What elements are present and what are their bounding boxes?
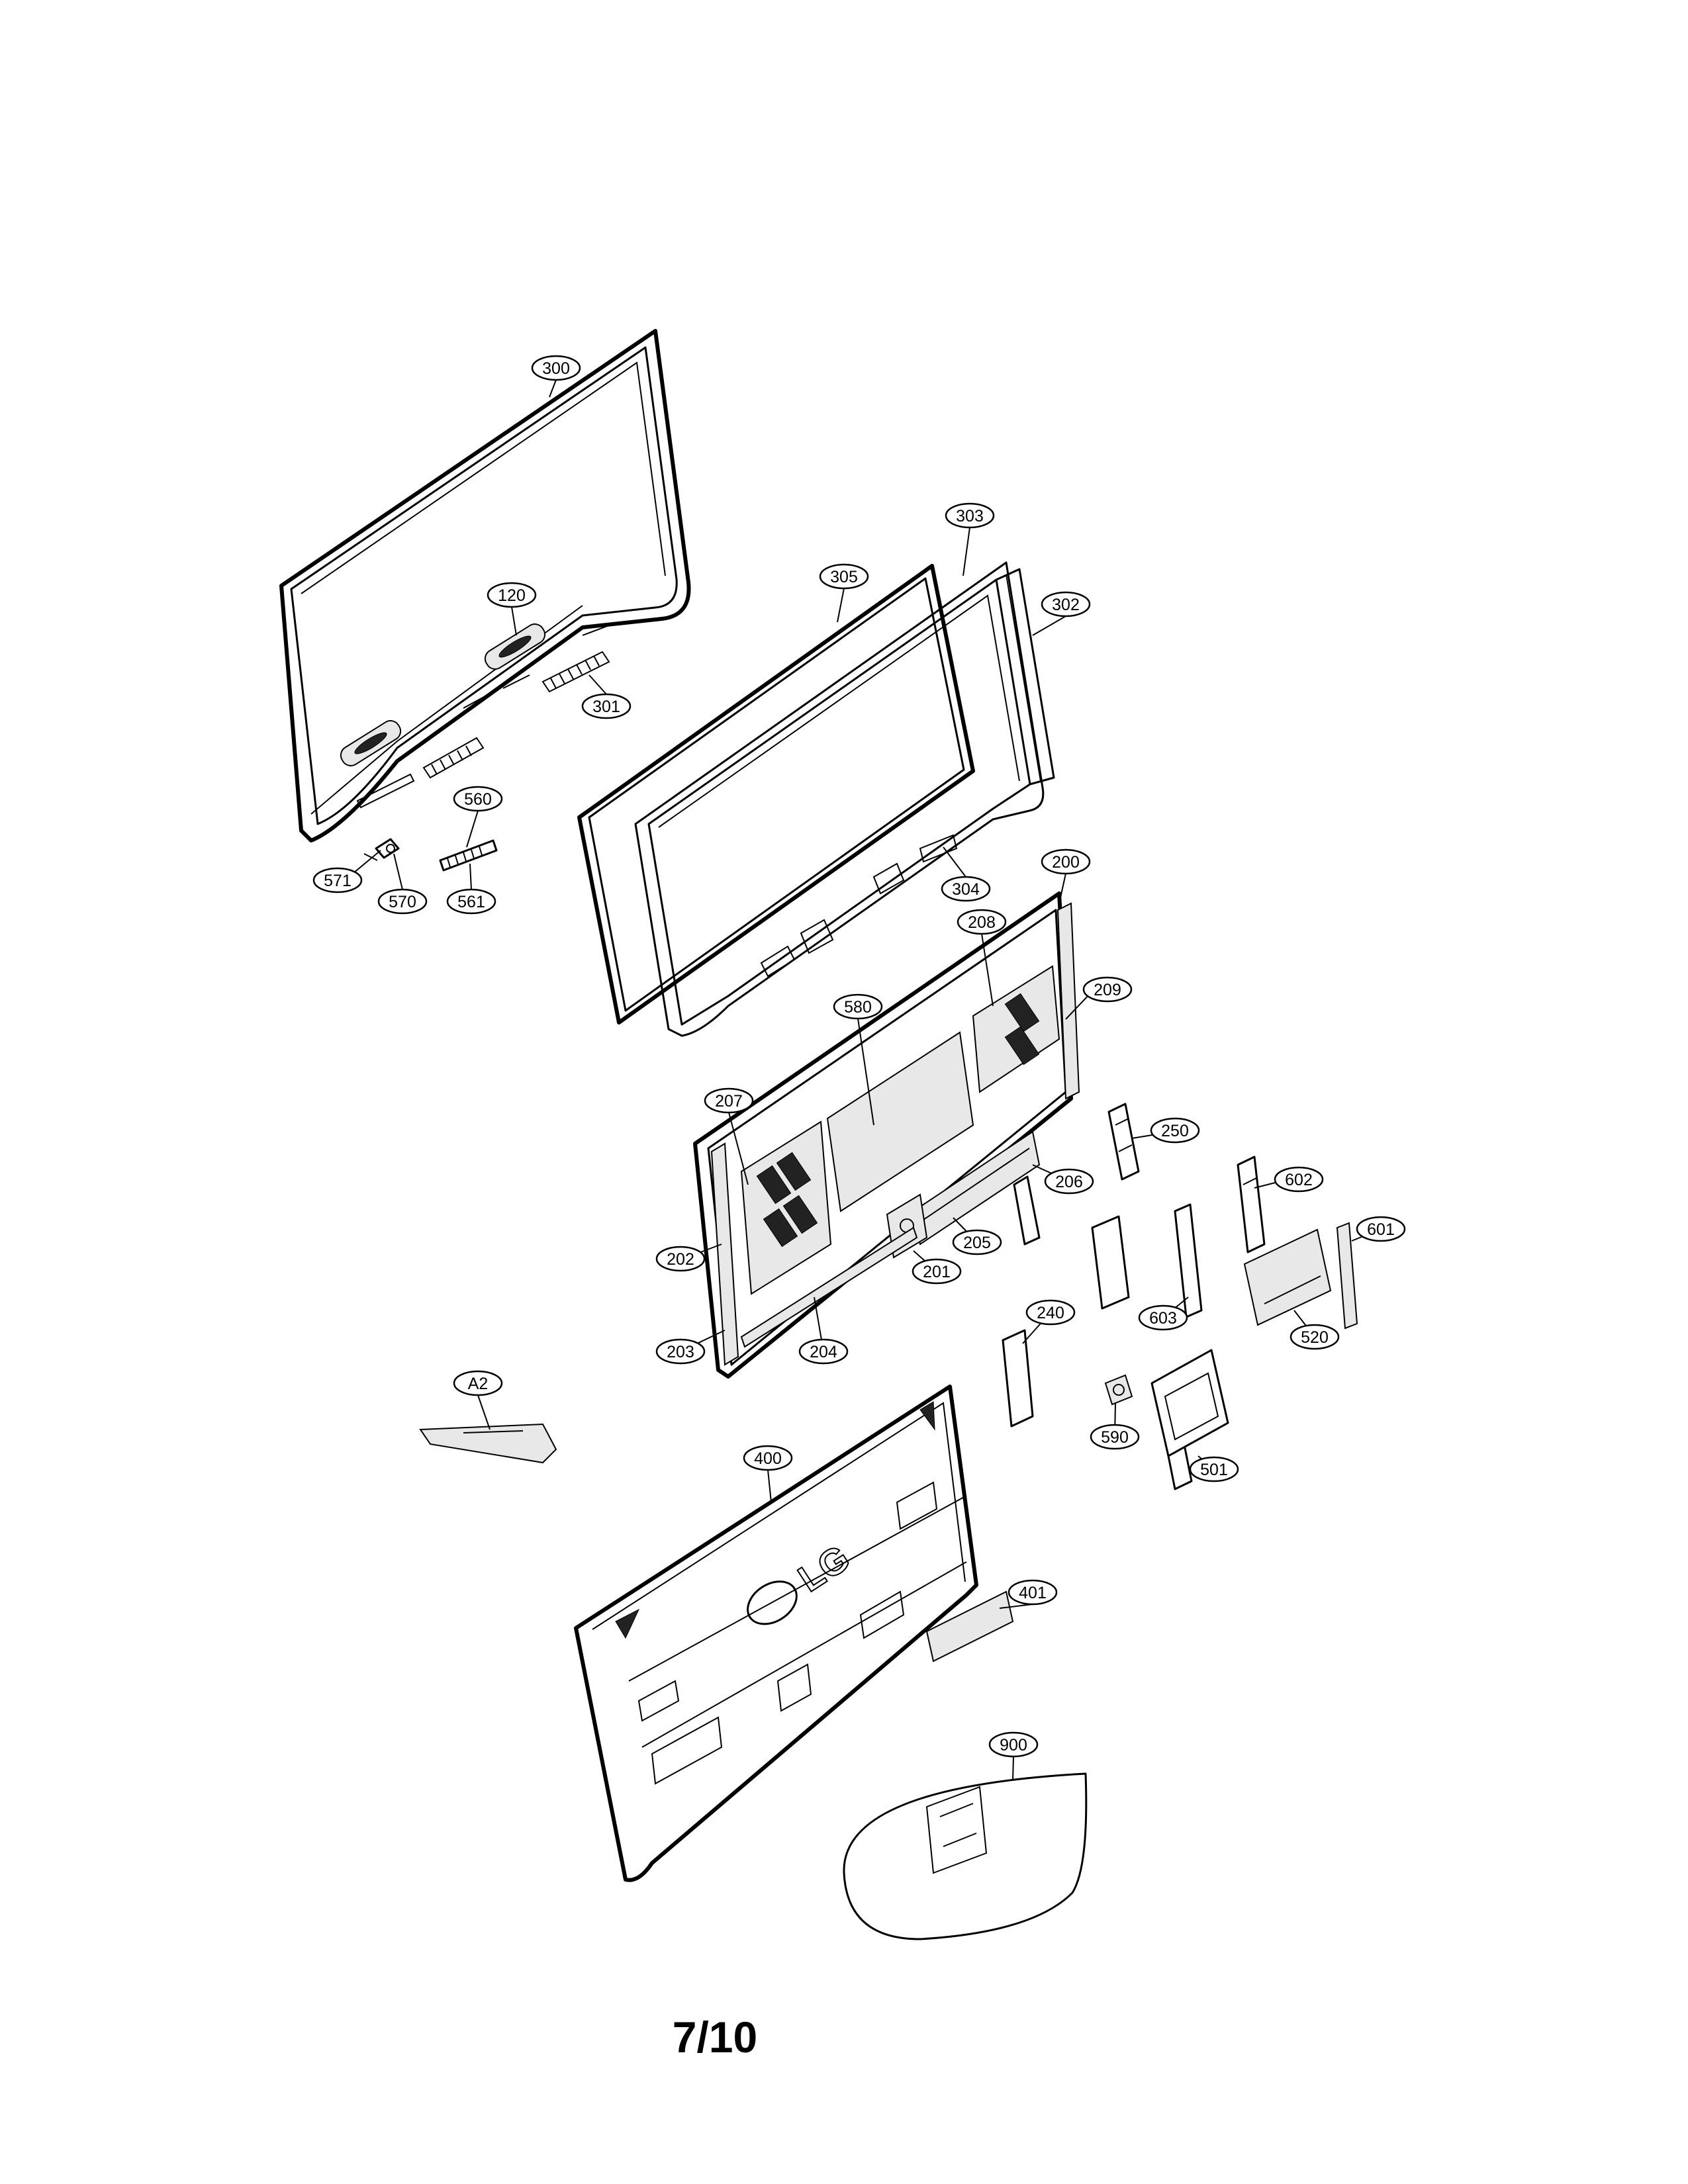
callout-601: 601 — [1356, 1216, 1406, 1242]
callout-240: 240 — [1025, 1299, 1076, 1326]
svg-text:601: 601 — [1367, 1220, 1395, 1239]
callout-207: 207 — [704, 1087, 754, 1114]
callout-580: 580 — [833, 993, 883, 1020]
strip-part-601 — [1336, 1222, 1358, 1330]
svg-text:305: 305 — [830, 568, 858, 586]
svg-text:300: 300 — [542, 359, 570, 378]
callout-206: 206 — [1044, 1168, 1094, 1195]
callout-302: 302 — [1041, 591, 1091, 617]
callout-571: 571 — [312, 867, 363, 893]
small-parts-560-571 — [363, 838, 498, 872]
svg-text:200: 200 — [1052, 853, 1080, 872]
detail-circle-part-900 — [843, 1772, 1088, 1940]
bracket-part-603 — [1174, 1203, 1203, 1318]
svg-text:201: 201 — [923, 1263, 951, 1281]
svg-text:570: 570 — [389, 893, 416, 911]
svg-text:590: 590 — [1101, 1428, 1129, 1447]
callout-205: 205 — [952, 1229, 1002, 1255]
svg-text:602: 602 — [1285, 1171, 1313, 1189]
bracket-part-240 — [1002, 1329, 1034, 1428]
callout-200: 200 — [1041, 848, 1091, 875]
svg-text:561: 561 — [457, 893, 485, 911]
callout-603: 603 — [1138, 1304, 1188, 1331]
callout-204: 204 — [798, 1338, 849, 1365]
stand-part-A2 — [419, 1423, 557, 1464]
callout-120: 120 — [487, 582, 537, 608]
svg-text:603: 603 — [1149, 1309, 1177, 1328]
svg-text:207: 207 — [715, 1092, 743, 1111]
callout-208: 208 — [957, 909, 1007, 935]
callout-301: 301 — [581, 693, 632, 719]
callout-501: 501 — [1189, 1456, 1239, 1482]
chassis-part-200 — [693, 891, 1080, 1379]
svg-text:501: 501 — [1200, 1461, 1228, 1479]
callout-900: 900 — [988, 1731, 1039, 1758]
callout-300: 300 — [531, 355, 581, 381]
callout-561: 561 — [446, 888, 496, 915]
front-bezel-part-300 — [279, 329, 691, 842]
callout-590: 590 — [1090, 1424, 1140, 1450]
svg-text:560: 560 — [464, 790, 492, 809]
svg-text:250: 250 — [1161, 1122, 1189, 1140]
svg-text:A2: A2 — [468, 1375, 489, 1393]
plate-part-near-603 — [1091, 1215, 1130, 1310]
bracket-part-501 — [1150, 1349, 1229, 1490]
leader-lines — [349, 379, 1382, 1781]
svg-text:202: 202 — [667, 1250, 694, 1269]
bracket-part-near-206 — [1013, 1175, 1041, 1246]
panel-frame-part-303 — [634, 561, 1055, 1037]
callout-A2: A2 — [453, 1370, 503, 1396]
callout-202: 202 — [655, 1246, 706, 1272]
callout-520: 520 — [1289, 1324, 1340, 1350]
bracket-part-602 — [1237, 1156, 1266, 1253]
callout-303: 303 — [945, 502, 995, 529]
svg-text:204: 204 — [810, 1343, 837, 1361]
svg-text:303: 303 — [956, 507, 984, 525]
callout-304: 304 — [941, 876, 991, 902]
bracket-part-250 — [1107, 1103, 1140, 1181]
callout-305: 305 — [819, 563, 869, 590]
svg-text:301: 301 — [592, 698, 620, 716]
lcd-panel-part-305 — [577, 564, 975, 1024]
svg-text:520: 520 — [1301, 1328, 1329, 1347]
jack-part-590 — [1104, 1374, 1133, 1406]
callout-560: 560 — [453, 786, 503, 812]
callout-209: 209 — [1082, 976, 1133, 1003]
svg-text:302: 302 — [1052, 596, 1080, 614]
callout-201: 201 — [912, 1258, 962, 1285]
svg-text:206: 206 — [1055, 1173, 1083, 1191]
svg-text:304: 304 — [952, 880, 980, 899]
svg-text:203: 203 — [667, 1343, 694, 1361]
svg-text:120: 120 — [498, 586, 526, 605]
callout-203: 203 — [655, 1338, 706, 1365]
page-number: 7/10 — [672, 2013, 758, 2062]
lg-logo-text: LG — [791, 1537, 857, 1600]
svg-text:209: 209 — [1094, 981, 1121, 999]
svg-text:205: 205 — [963, 1234, 991, 1252]
svg-text:401: 401 — [1019, 1584, 1047, 1602]
callout-400: 400 — [743, 1445, 793, 1471]
callouts: 300 120 301 303 305 302 560 571 570 561 … — [312, 355, 1406, 1758]
callout-602: 602 — [1274, 1166, 1324, 1193]
callout-401: 401 — [1008, 1579, 1058, 1606]
svg-text:571: 571 — [324, 872, 352, 890]
svg-text:240: 240 — [1037, 1304, 1064, 1322]
svg-text:900: 900 — [1000, 1736, 1027, 1754]
back-cover-part-400: LG — [574, 1385, 1014, 1882]
svg-text:580: 580 — [844, 998, 872, 1017]
svg-text:208: 208 — [968, 913, 996, 932]
svg-text:400: 400 — [754, 1449, 782, 1468]
callout-250: 250 — [1150, 1117, 1200, 1144]
board-part-520 — [1243, 1228, 1332, 1326]
callout-570: 570 — [377, 888, 428, 915]
